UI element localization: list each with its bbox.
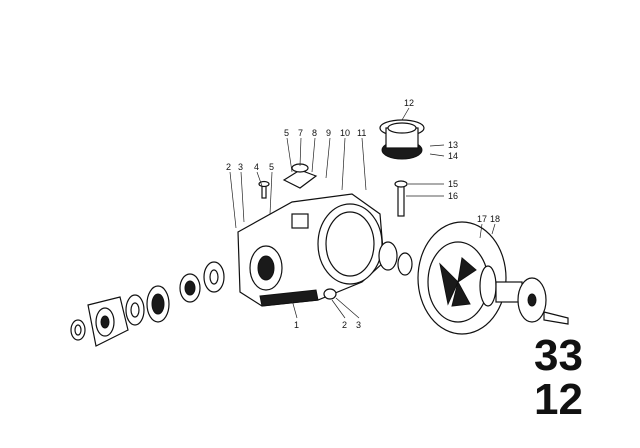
- diagram-group-number: 33: [534, 331, 583, 380]
- breather-assembly: [258, 119, 425, 217]
- callout-7: 7: [298, 128, 303, 138]
- callout-1: 1: [294, 320, 299, 330]
- callout-4: 4: [254, 162, 259, 172]
- callout-10: 10: [340, 128, 350, 138]
- callout-17: 17: [477, 214, 487, 224]
- callout-16: 16: [448, 191, 458, 201]
- callout-11: 11: [357, 128, 366, 138]
- rear-cover: [417, 221, 569, 335]
- leader-lines: [229, 107, 496, 319]
- callout-14: 14: [448, 151, 458, 161]
- callout-2-left: 2: [226, 162, 231, 172]
- diagram-subgroup-number: 12: [534, 375, 583, 424]
- callout-15: 15: [448, 179, 458, 189]
- callout-13: 13: [448, 140, 458, 150]
- callout-8: 8: [312, 128, 317, 138]
- callout-5-left: 5: [269, 162, 274, 172]
- differential-housing: [237, 193, 385, 307]
- callout-3-bottom: 3: [356, 320, 361, 330]
- side-seals: [378, 241, 413, 276]
- callout-2-bottom: 2: [342, 320, 347, 330]
- callout-18: 18: [490, 214, 500, 224]
- callout-12: 12: [404, 98, 414, 108]
- callout-9: 9: [326, 128, 331, 138]
- callout-5-top: 5: [284, 128, 289, 138]
- output-flange-assembly: [70, 261, 225, 347]
- callout-3-left: 3: [238, 162, 243, 172]
